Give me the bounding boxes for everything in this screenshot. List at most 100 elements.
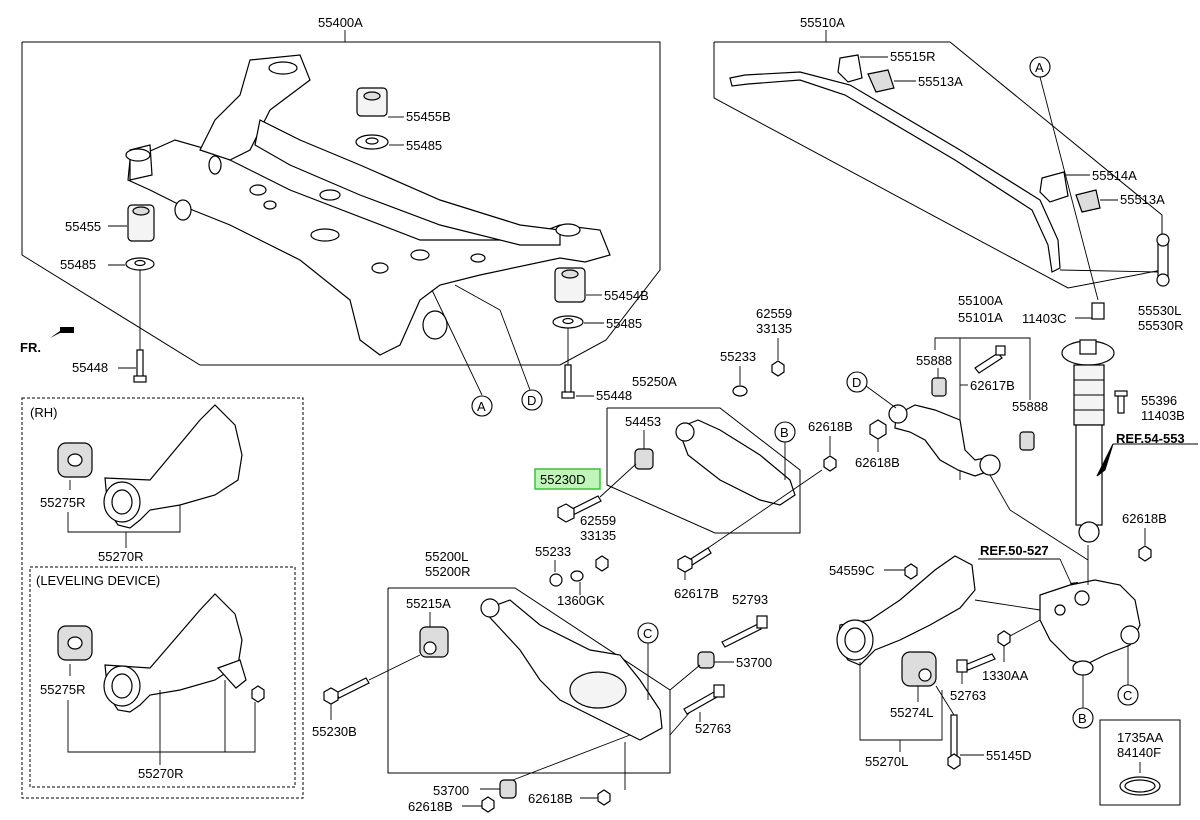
bushing-55275R-upper[interactable] <box>57 442 93 478</box>
label-84140F[interactable]: 84140F <box>1117 745 1161 760</box>
label-55514A[interactable]: 55514A <box>1092 168 1137 183</box>
label-55530R[interactable]: 55530R <box>1138 318 1184 333</box>
nut-62618B-knuckle[interactable] <box>1138 545 1152 562</box>
label-55200L[interactable]: 55200L <box>425 549 468 564</box>
label-11403B[interactable]: 11403B <box>1141 408 1185 423</box>
label-55274L[interactable]: 55274L <box>890 705 933 720</box>
bolt-54559C[interactable] <box>904 563 918 580</box>
bushing-55454B[interactable] <box>554 267 586 303</box>
label-55233-a[interactable]: 55233 <box>720 349 756 364</box>
label-1735AA[interactable]: 1735AA <box>1117 730 1164 745</box>
bushing-55888-upper[interactable] <box>931 377 947 397</box>
bracket-55514A[interactable] <box>1039 171 1069 203</box>
bracket-55515R[interactable] <box>837 54 863 83</box>
callout-D-crossmember[interactable] <box>521 389 543 411</box>
upper-arm[interactable] <box>888 404 1001 477</box>
label-55448-b[interactable]: 55448 <box>596 388 632 403</box>
label-55145D[interactable]: 55145D <box>986 748 1032 763</box>
knuckle[interactable] <box>1039 579 1141 676</box>
bushing-55513A-upper[interactable] <box>867 69 895 93</box>
lower-arm-55270L[interactable] <box>836 555 976 666</box>
label-53700-b[interactable]: 53700 <box>433 783 469 798</box>
label-55530L[interactable]: 55530L <box>1138 303 1181 318</box>
bushing-55513A-lower[interactable] <box>1075 189 1101 213</box>
label-62617B-a[interactable]: 62617B <box>970 378 1015 393</box>
label-1330AA[interactable]: 1330AA <box>982 668 1029 683</box>
stabilizer-link-55530[interactable] <box>1156 233 1170 287</box>
label-55233-b[interactable]: 55233 <box>535 544 571 559</box>
label-55101A[interactable]: 55101A <box>958 310 1003 325</box>
washer-55233-lower[interactable] <box>549 573 563 587</box>
label-55396[interactable]: 55396 <box>1141 393 1177 408</box>
label-62618B-f[interactable]: 62618B <box>1122 511 1167 526</box>
lower-arm-55270R-leveling[interactable] <box>103 593 243 713</box>
bolt-55230D[interactable] <box>557 495 602 523</box>
label-62617B-b[interactable]: 62617B <box>674 586 719 601</box>
label-11403C-a[interactable]: 11403C <box>1022 311 1067 326</box>
washer-55485-right[interactable] <box>552 315 584 329</box>
label-55513A-b[interactable]: 55513A <box>1120 192 1165 207</box>
bushing-55888-lower[interactable] <box>1019 431 1035 451</box>
bolt-55145D[interactable] <box>947 714 961 770</box>
ref-50-527[interactable]: REF.50-527 <box>980 543 1049 558</box>
label-55515R[interactable]: 55515R <box>890 49 936 64</box>
shock-absorber[interactable] <box>1061 339 1115 543</box>
label-55230D[interactable]: 55230D <box>540 472 586 487</box>
bushing-55455[interactable] <box>127 204 155 242</box>
nut-62618B-trailing[interactable] <box>823 455 837 472</box>
nut-62618B-upper-arm[interactable] <box>869 419 887 440</box>
label-55400A[interactable]: 55400A <box>318 15 363 30</box>
label-55455B[interactable]: 55455B <box>406 109 451 124</box>
label-55513A-a[interactable]: 55513A <box>918 74 963 89</box>
highlight-55230D[interactable] <box>534 468 601 490</box>
label-62559-b[interactable]: 62559 <box>580 513 616 528</box>
label-55485-b[interactable]: 55485 <box>60 257 96 272</box>
stabilizer-bar[interactable] <box>729 71 1061 273</box>
plug-84140F[interactable] <box>1119 776 1161 796</box>
label-55270R-a[interactable]: 55270R <box>98 549 144 564</box>
washer-1360GK[interactable] <box>570 570 584 582</box>
label-62618B-a[interactable]: 62618B <box>855 455 900 470</box>
bolt-62617B-lower[interactable] <box>677 547 712 573</box>
bolt-55396[interactable] <box>1114 390 1128 414</box>
label-55275R-a[interactable]: 55275R <box>40 495 86 510</box>
label-62618B-d[interactable]: 62618B <box>408 799 453 814</box>
label-33135-a[interactable]: 33135 <box>756 321 792 336</box>
label-55275R-b[interactable]: 55275R <box>40 682 86 697</box>
label-52793[interactable]: 52793 <box>732 592 768 607</box>
label-53700-a[interactable]: 53700 <box>736 655 772 670</box>
nut-11403C[interactable] <box>1091 302 1105 320</box>
label-62618B-c[interactable]: 62618B <box>808 419 853 434</box>
washer-1330AA[interactable] <box>997 630 1011 647</box>
label-55200R[interactable]: 55200R <box>425 564 471 579</box>
label-55485-a[interactable]: 55485 <box>406 138 442 153</box>
trailing-arm-55250A[interactable] <box>675 419 796 506</box>
label-55250A[interactable]: 55250A <box>632 374 677 389</box>
bushing-55455B[interactable] <box>356 87 388 117</box>
washer-55485-upper[interactable] <box>355 134 389 150</box>
label-55510A[interactable]: 55510A <box>800 15 845 30</box>
lower-control-arm[interactable] <box>480 598 663 741</box>
bolt-62617B-upper[interactable] <box>974 345 1006 374</box>
label-55888-a[interactable]: 55888 <box>916 353 952 368</box>
label-55455[interactable]: 55455 <box>65 219 101 234</box>
washer-55485-left[interactable] <box>125 257 155 271</box>
nut-1360GK[interactable] <box>595 555 609 572</box>
bushing-53700-upper[interactable] <box>697 651 715 669</box>
label-55448-a[interactable]: 55448 <box>72 360 108 375</box>
nut-62559-upper[interactable] <box>771 360 785 377</box>
label-55270R-b[interactable]: 55270R <box>138 766 184 781</box>
label-55270L[interactable]: 55270L <box>865 754 908 769</box>
ref-54-553[interactable]: REF.54-553 <box>1116 431 1185 446</box>
nut-62618B-lower-right[interactable] <box>597 789 611 806</box>
callout-A-crossmember[interactable] <box>471 395 493 417</box>
bushing-54453[interactable] <box>634 448 654 470</box>
label-54453[interactable]: 54453 <box>625 414 661 429</box>
label-55888-b[interactable]: 55888 <box>1012 399 1048 414</box>
nut-62618B-lower-left[interactable] <box>481 796 495 813</box>
label-33135-b[interactable]: 33135 <box>580 528 616 543</box>
label-55215A[interactable]: 55215A <box>406 596 451 611</box>
label-55230B[interactable]: 55230B <box>312 724 357 739</box>
bushing-55274L[interactable] <box>901 651 937 687</box>
label-1360GK[interactable]: 1360GK <box>557 593 605 608</box>
